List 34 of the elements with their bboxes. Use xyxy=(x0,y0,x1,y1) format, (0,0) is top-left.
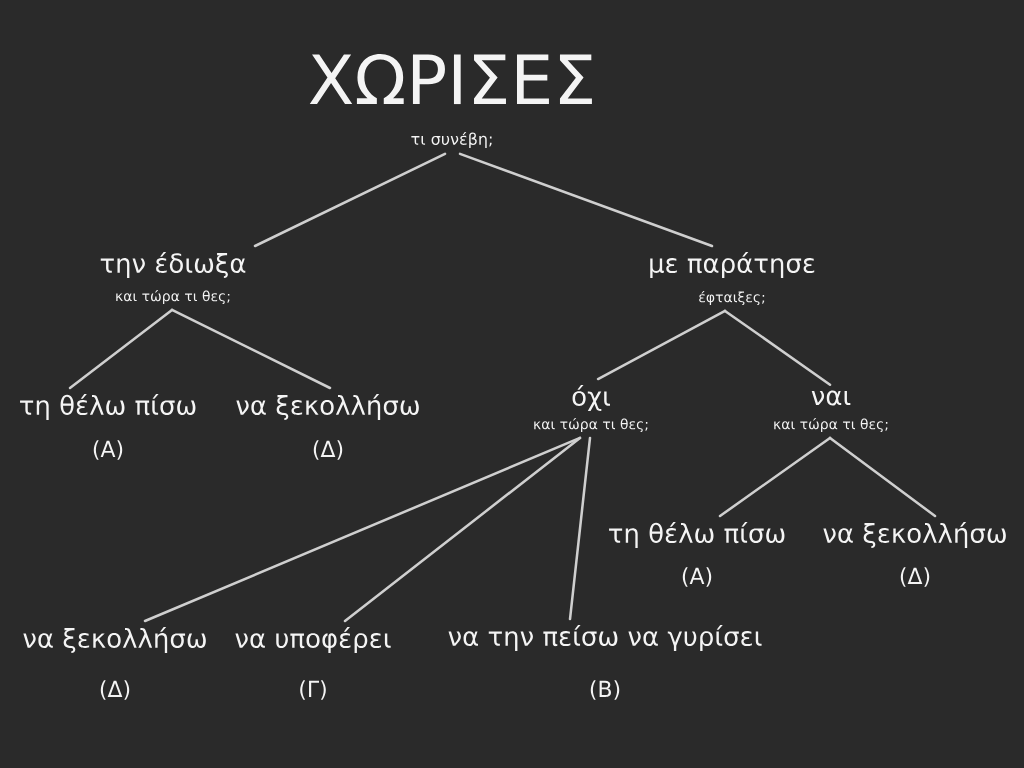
heading-text: ΧΩΡΙΣΕΣ xyxy=(309,53,592,105)
letter-label: (Α) xyxy=(682,567,712,587)
answer-text: όχι xyxy=(572,384,610,412)
letter-label: (Α) xyxy=(93,440,123,460)
answer-text: να ξεκολλήσω xyxy=(236,393,419,421)
question-text: και τώρα τι θες; xyxy=(534,417,648,433)
branch-line xyxy=(253,152,447,248)
branch-line xyxy=(68,308,174,390)
letter-label: (Δ) xyxy=(100,680,130,700)
answer-text: με παράτησε xyxy=(650,251,815,279)
question-text: έφταιξες; xyxy=(699,290,765,306)
answer-text: να ξεκολλήσω xyxy=(23,626,206,654)
branch-line xyxy=(568,436,592,621)
branch-line xyxy=(458,152,714,248)
letter-label: (Γ) xyxy=(300,680,326,700)
answer-text: τη θέλω πίσω xyxy=(609,521,785,549)
branch-line xyxy=(170,308,332,390)
letter-label: (Δ) xyxy=(313,440,343,460)
branch-line xyxy=(828,436,937,518)
letter-label: (Β) xyxy=(590,680,620,700)
branch-line xyxy=(718,436,832,518)
branch-line xyxy=(723,309,832,386)
branch-line xyxy=(343,436,582,623)
answer-text: να ξεκολλήσω xyxy=(823,521,1006,549)
question-text: και τώρα τι θες; xyxy=(774,417,888,433)
answer-text: ναι xyxy=(811,390,851,406)
letter-label: (Δ) xyxy=(900,567,930,587)
branch-line xyxy=(596,309,727,381)
question-text: και τώρα τι θες; xyxy=(116,289,230,305)
answer-text: την έδιωξα xyxy=(100,251,246,279)
answer-text: να υποφέρει xyxy=(235,626,391,654)
answer-text: να την πείσω να γυρίσει xyxy=(448,624,762,652)
answer-text: τη θέλω πίσω xyxy=(20,393,196,421)
question-text: τι συνέβη; xyxy=(411,131,492,149)
